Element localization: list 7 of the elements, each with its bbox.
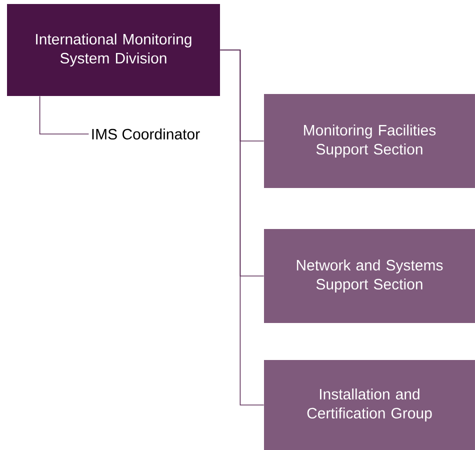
coordinator-label: IMS Coordinator [92, 128, 200, 140]
connector-line [220, 50, 264, 406]
division-box: International Monitoring System Division [7, 4, 220, 96]
section-box: Monitoring Facilities Support Section [264, 94, 475, 188]
section-box: Installation and Certification Group [264, 360, 475, 450]
section-box: Network and Systems Support Section [264, 229, 475, 323]
connector-line [39, 96, 90, 134]
